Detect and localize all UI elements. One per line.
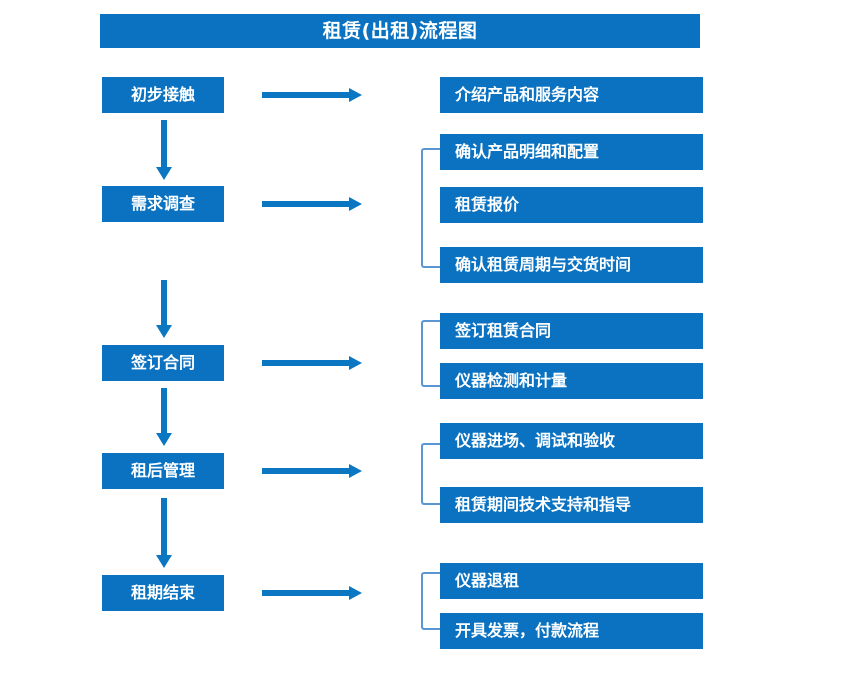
arrow-right-icon-2	[262, 197, 362, 211]
detail-box-5[interactable]: 签订租赁合同	[440, 313, 703, 349]
detail-box-7[interactable]: 仪器进场、调试和验收	[440, 423, 703, 459]
detail-label-6: 仪器检测和计量	[455, 371, 568, 390]
stage-box-3[interactable]: 签订合同	[102, 345, 224, 381]
detail-box-10[interactable]: 开具发票，付款流程	[440, 613, 703, 649]
group-bracket-2	[421, 320, 440, 387]
detail-label-10: 开具发票，付款流程	[455, 621, 600, 640]
arrow-right-icon-5	[262, 586, 362, 600]
detail-label-2: 确认产品明细和配置	[455, 142, 600, 161]
detail-label-3: 租赁报价	[455, 195, 520, 214]
detail-label-9: 仪器退租	[455, 571, 520, 590]
detail-label-7: 仪器进场、调试和验收	[455, 431, 616, 450]
group-bracket-3	[421, 443, 440, 505]
stage-label-2: 需求调查	[130, 194, 195, 213]
detail-box-3[interactable]: 租赁报价	[440, 187, 703, 223]
stage-box-5[interactable]: 租期结束	[102, 575, 224, 611]
detail-box-6[interactable]: 仪器检测和计量	[440, 363, 703, 399]
arrow-down-icon-4	[156, 498, 172, 568]
arrow-down-icon-2	[156, 280, 172, 338]
arrow-right-icon-1	[262, 88, 362, 102]
group-bracket-1	[421, 148, 440, 268]
stage-box-2[interactable]: 需求调查	[102, 186, 224, 222]
arrow-down-icon-1	[156, 120, 172, 180]
stage-label-5: 租期结束	[130, 583, 195, 602]
detail-label-4: 确认租赁周期与交货时间	[455, 255, 632, 274]
stage-label-3: 签订合同	[130, 353, 195, 372]
stage-label-4: 租后管理	[130, 461, 195, 480]
arrow-down-icon-3	[156, 388, 172, 446]
detail-box-4[interactable]: 确认租赁周期与交货时间	[440, 247, 703, 283]
arrow-right-icon-4	[262, 464, 362, 478]
group-bracket-4	[421, 572, 440, 630]
detail-box-1[interactable]: 介绍产品和服务内容	[440, 77, 703, 113]
detail-label-8: 租赁期间技术支持和指导	[455, 495, 632, 514]
detail-box-8[interactable]: 租赁期间技术支持和指导	[440, 487, 703, 523]
detail-box-9[interactable]: 仪器退租	[440, 563, 703, 599]
chart-title-bar: 租赁(出租)流程图	[100, 14, 700, 48]
chart-title: 租赁(出租)流程图	[322, 19, 478, 42]
stage-box-4[interactable]: 租后管理	[102, 453, 224, 489]
detail-label-1: 介绍产品和服务内容	[455, 85, 600, 104]
arrow-right-icon-3	[262, 356, 362, 370]
detail-label-5: 签订租赁合同	[455, 321, 552, 340]
detail-box-2[interactable]: 确认产品明细和配置	[440, 134, 703, 170]
stage-label-1: 初步接触	[130, 85, 195, 104]
stage-box-1[interactable]: 初步接触	[102, 77, 224, 113]
